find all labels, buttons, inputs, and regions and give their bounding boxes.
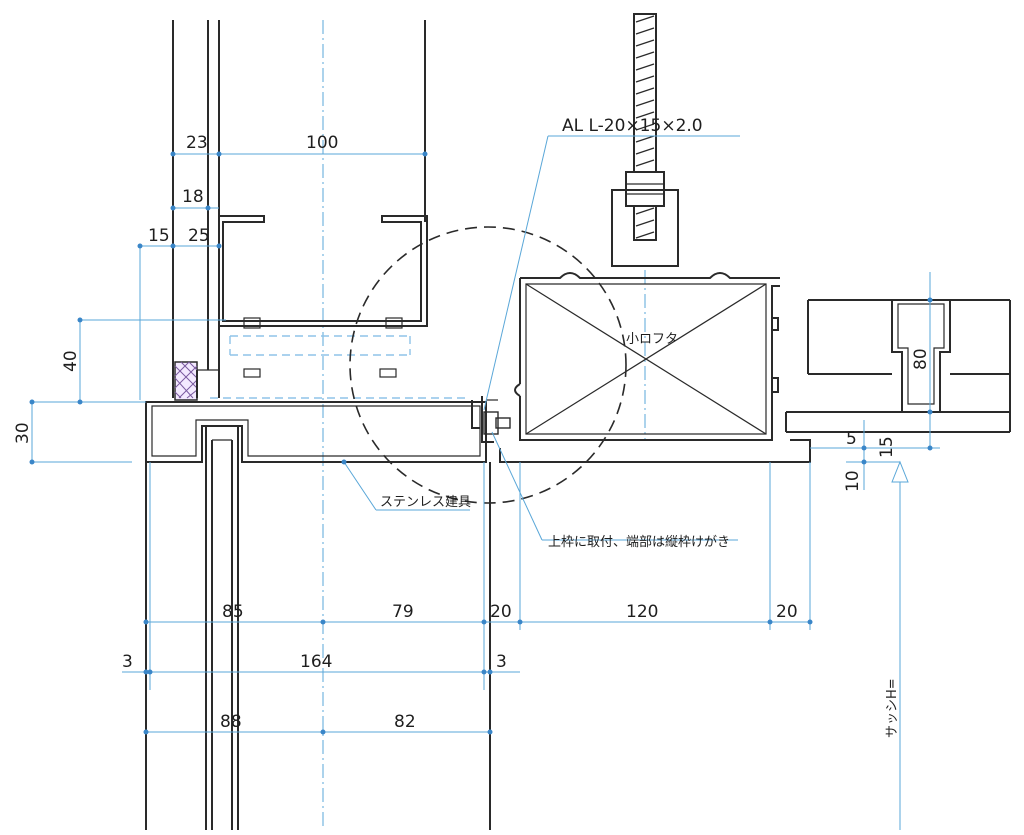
dim-79: 79 xyxy=(392,602,414,622)
lid-label: 小ロフタ xyxy=(626,332,678,347)
dim-85: 85 xyxy=(222,602,244,622)
aluminium-angle xyxy=(481,396,511,443)
angle-label: AL L-20×15×2.0 xyxy=(562,116,703,136)
stainless-fitting xyxy=(145,400,491,830)
cover-box xyxy=(499,272,1010,463)
dim-82: 82 xyxy=(394,712,416,732)
dim-15-top: 15 xyxy=(148,226,170,246)
dimension-dots xyxy=(29,151,933,735)
dim-3-right: 3 xyxy=(496,652,507,672)
dim-30: 30 xyxy=(13,422,33,444)
dim-88: 88 xyxy=(220,712,242,732)
dim-120: 120 xyxy=(626,602,658,622)
stainless-label: ステンレス建具 xyxy=(380,495,471,510)
dim-164: 164 xyxy=(300,652,332,672)
dim-20-right: 20 xyxy=(776,602,798,622)
dim-15-right: 15 xyxy=(877,436,897,458)
dim-3-left: 3 xyxy=(122,652,133,672)
dim-80: 80 xyxy=(911,348,931,370)
sash-label: サッシH= xyxy=(885,678,900,738)
dim-23: 23 xyxy=(186,133,208,153)
sash-frame xyxy=(807,299,1011,432)
detail-circle xyxy=(349,226,627,504)
dim-5: 5 xyxy=(846,429,857,449)
mount-note-label: 上枠に取付、端部は縦枠けがき xyxy=(548,535,730,550)
hidden-lines xyxy=(210,335,470,399)
dim-10: 10 xyxy=(843,470,863,492)
dim-40: 40 xyxy=(61,350,81,372)
dim-18: 18 xyxy=(182,187,204,207)
dimension-lines xyxy=(31,135,940,830)
dim-25: 25 xyxy=(188,226,210,246)
hanger-bolt xyxy=(611,13,679,267)
c-channel xyxy=(218,215,428,378)
wall-column xyxy=(172,20,426,401)
dim-100: 100 xyxy=(306,133,338,153)
dim-20-left: 20 xyxy=(490,602,512,622)
